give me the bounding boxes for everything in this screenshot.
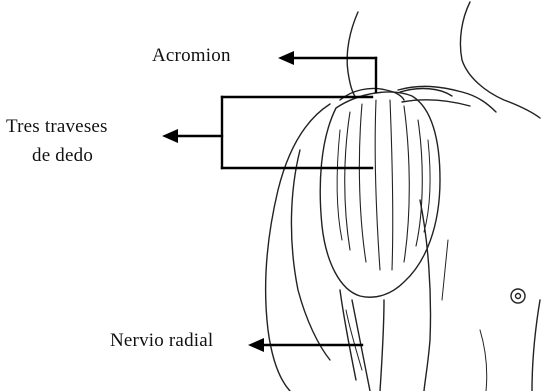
arm-inner-line <box>291 150 330 360</box>
nipple <box>511 289 525 303</box>
neck-line-right <box>460 2 540 118</box>
arm-outer-contour <box>266 104 330 391</box>
label-acromion: Acromion <box>152 46 231 67</box>
acromion-arrowhead <box>278 51 294 65</box>
clavicle <box>398 86 496 112</box>
label-tres-traveses-line2: de dedo <box>32 146 93 167</box>
nervio-arrowhead <box>248 338 264 352</box>
label-nervio-radial: Nervio radial <box>110 331 213 352</box>
tres-arrowhead <box>162 129 178 143</box>
torso-outline <box>532 300 540 391</box>
label-tres-traveses-line1: Tres traveses <box>6 117 108 138</box>
clavicle-lower <box>402 100 470 106</box>
neck-line-left <box>347 12 358 98</box>
